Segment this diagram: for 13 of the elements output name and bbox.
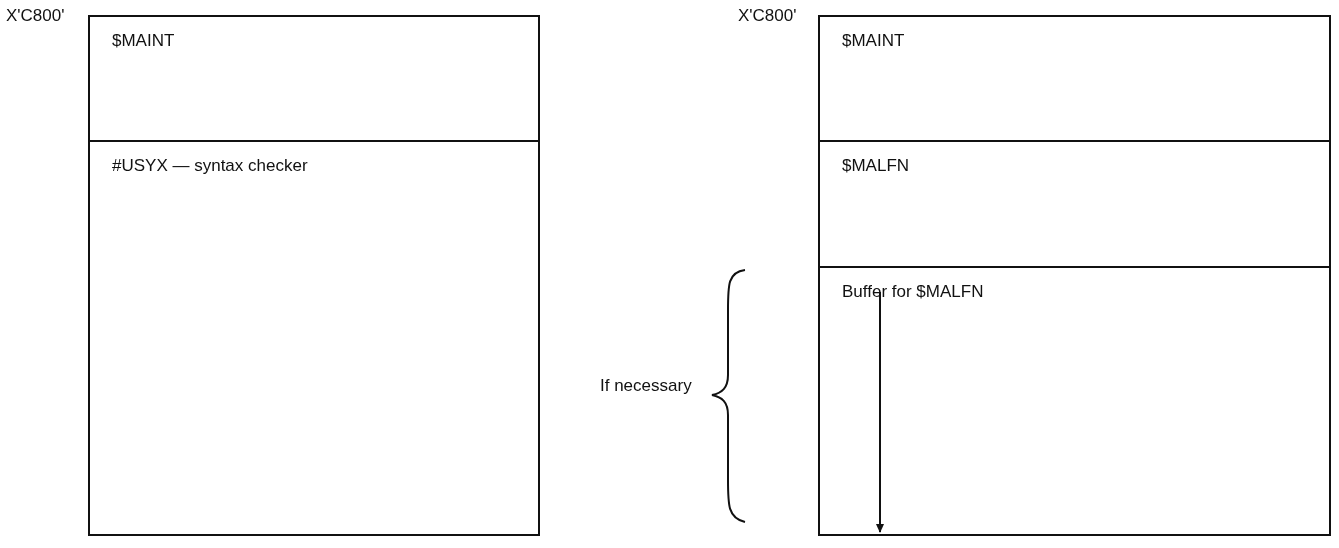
memory-region [88, 140, 540, 536]
region-label: $MAINT [112, 31, 175, 51]
region-label: #USYX — syntax checker [112, 156, 308, 176]
region-label: $MAINT [842, 31, 905, 51]
address-label: X'C800' [6, 6, 65, 26]
memory-region [818, 266, 1331, 536]
region-label: Buffer for $MALFN [842, 282, 984, 302]
region-label: $MALFN [842, 156, 910, 176]
memory-region [818, 15, 1331, 142]
address-label: X'C800' [738, 6, 797, 26]
annotation-text: If necessary [600, 376, 692, 396]
memory-region [818, 140, 1331, 268]
memory-region [88, 15, 540, 142]
